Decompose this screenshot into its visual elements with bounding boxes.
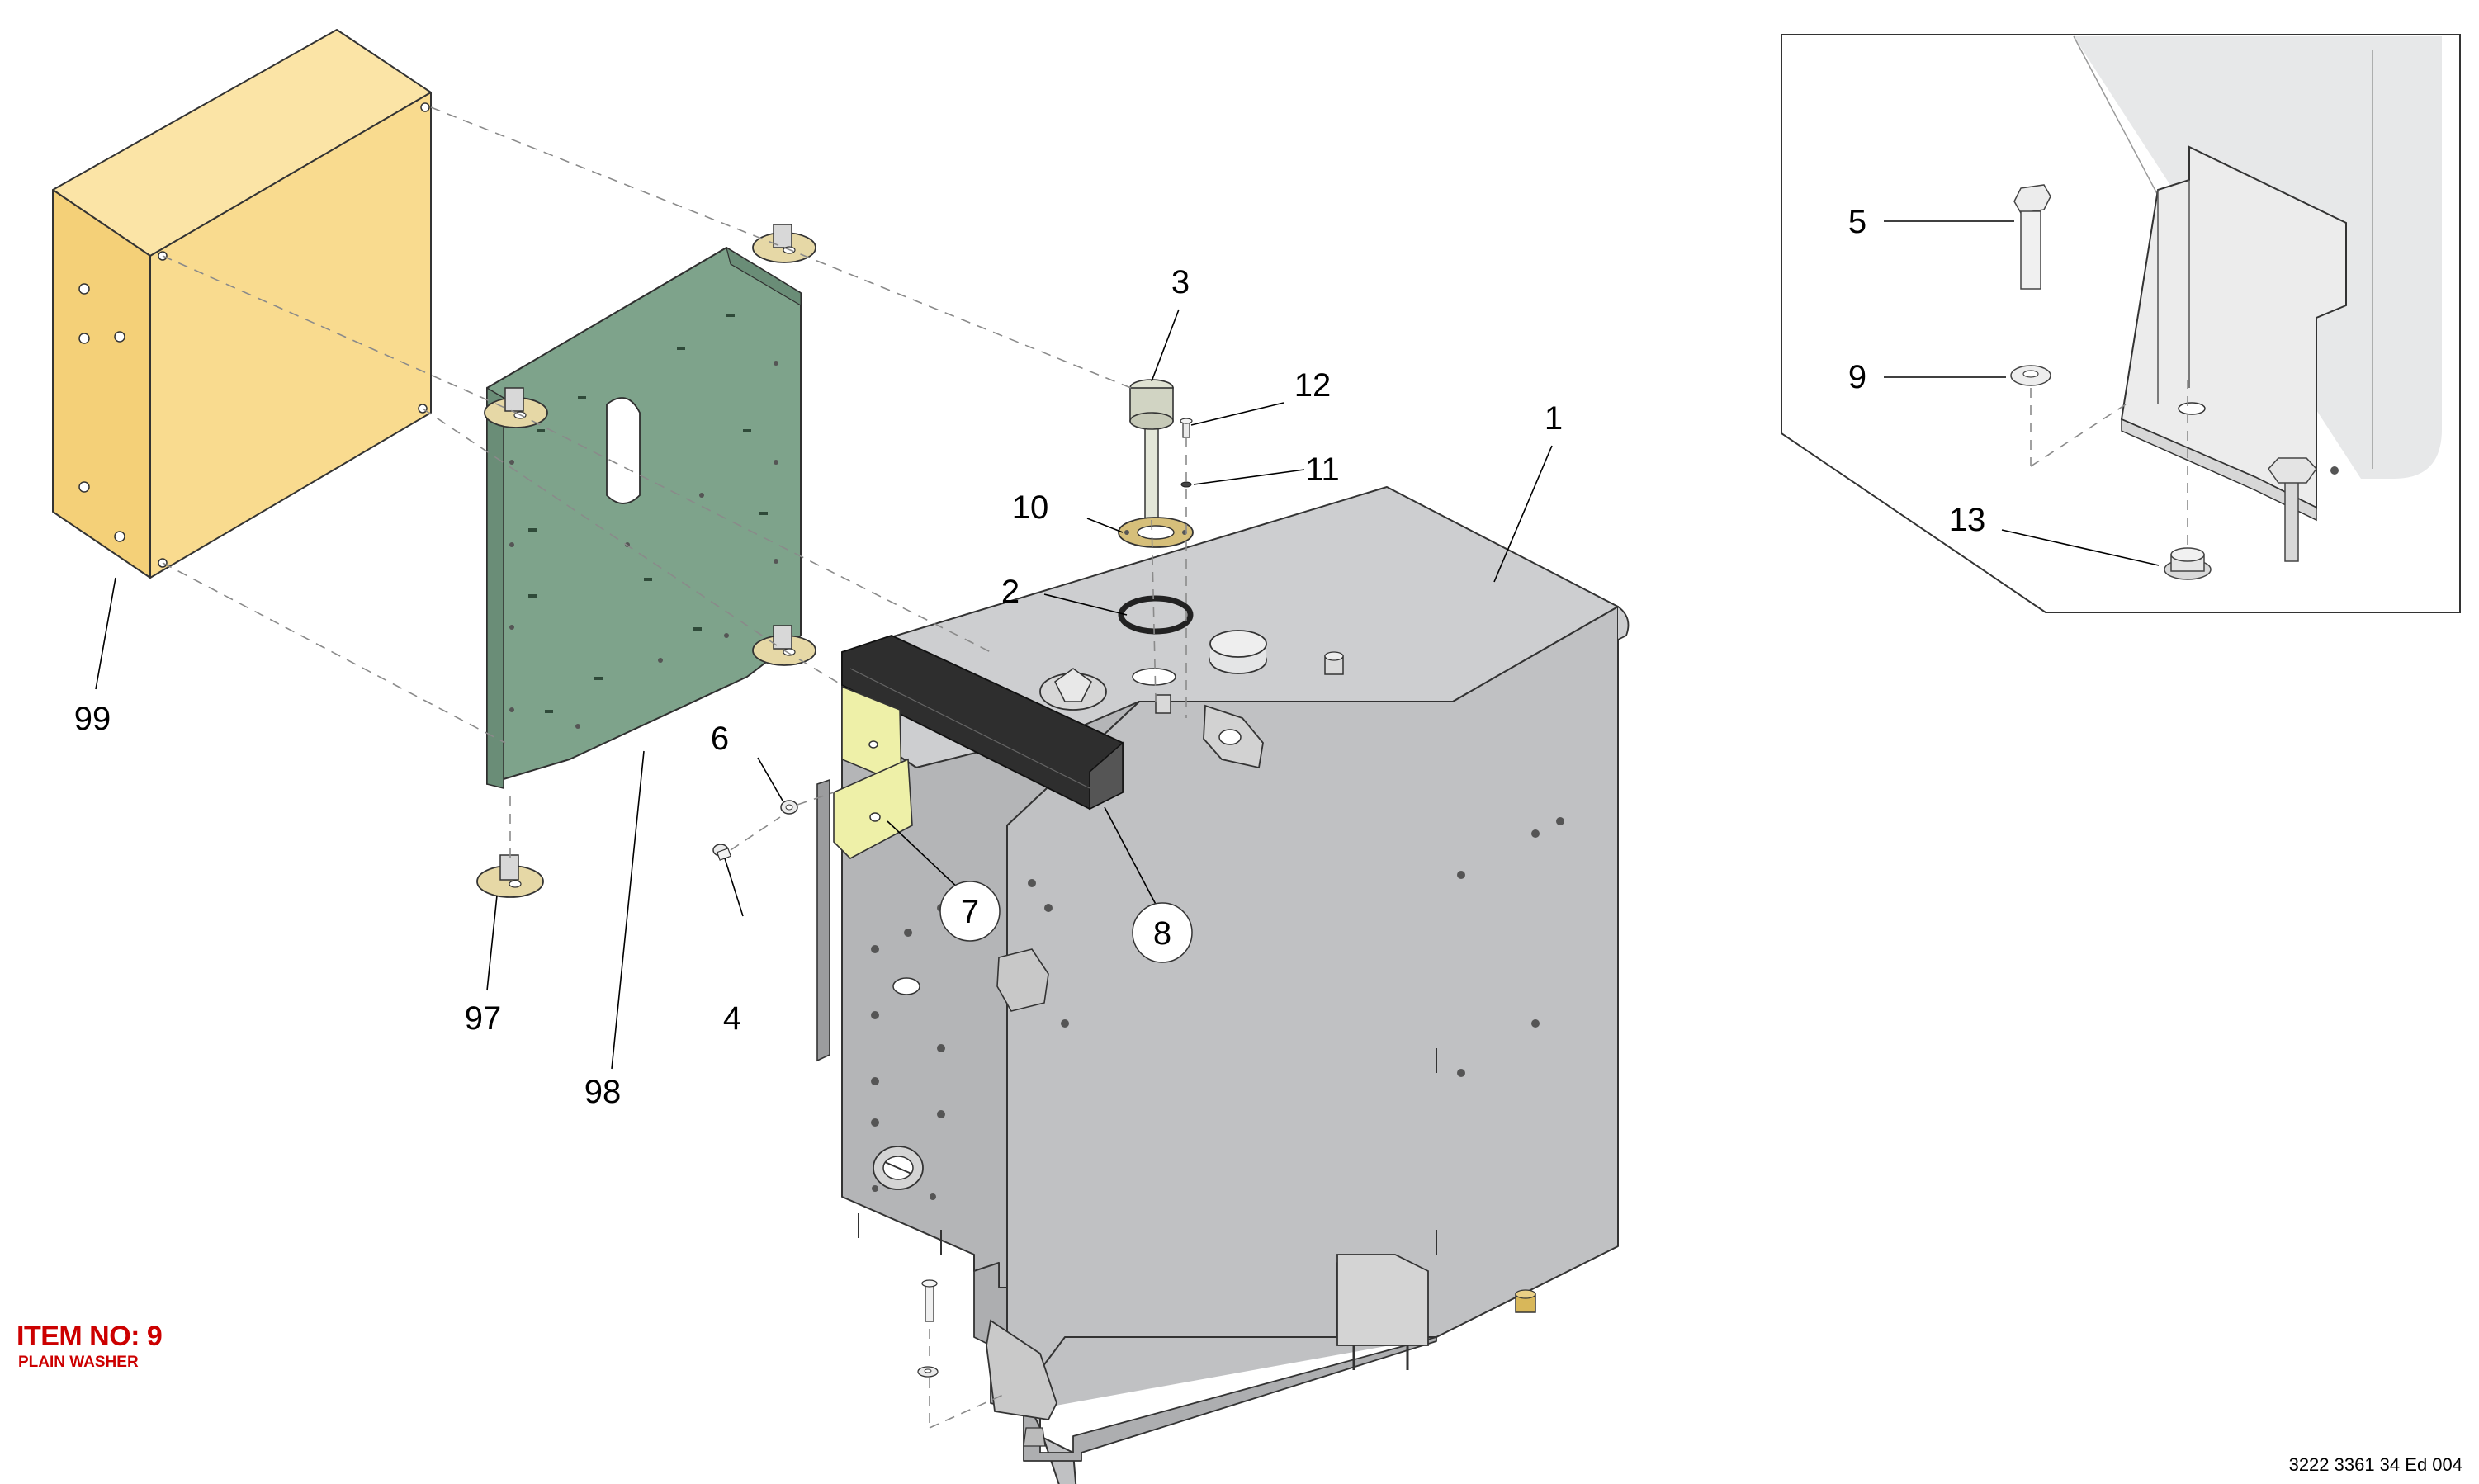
bracket-plate [833, 685, 913, 859]
inset-nut-icon [2268, 457, 2317, 484]
callout-5: 5 [1848, 204, 1866, 240]
callout-8: 8 [1153, 915, 1171, 952]
callout-6: 6 [711, 721, 729, 757]
support-beam [841, 635, 1124, 811]
callout-98: 98 [584, 1074, 622, 1110]
callout-13: 13 [1949, 502, 1986, 538]
hex-bolt-icon [2013, 184, 2051, 290]
flange-nut-icon [2164, 547, 2212, 580]
small-screw-icon [1180, 418, 1193, 438]
fuel-gauge-dipstick [1129, 379, 1174, 521]
gasket-ring [1118, 517, 1194, 548]
enclosure-box [52, 29, 432, 579]
callout-9: 9 [1848, 359, 1866, 395]
mounting-plate [486, 246, 802, 789]
plain-washer-icon [2010, 365, 2051, 386]
callout-circle-7 [939, 881, 1001, 942]
callout-97: 97 [465, 1000, 502, 1037]
callout-7: 7 [961, 894, 979, 930]
callout-10: 10 [1012, 489, 1049, 526]
small-washer-icon [1180, 481, 1192, 488]
callout-circle-8 [1132, 902, 1193, 963]
callout-12: 12 [1294, 367, 1332, 404]
detail-inset [1781, 34, 2461, 613]
callout-labels: 1 2 3 4 5 6 7 8 9 10 11 12 13 97 98 99 [74, 204, 1986, 1110]
foot-washer-icon [917, 1366, 939, 1378]
vibration-damper-bottom [476, 854, 544, 898]
leader-lines [95, 309, 1553, 1070]
callout-3: 3 [1171, 264, 1190, 300]
o-ring-seal [1118, 595, 1194, 635]
explosion-lines [162, 106, 1187, 1429]
side-washer-icon [780, 800, 798, 815]
item-description: PLAIN WASHER [18, 1354, 139, 1371]
callout-11: 11 [1305, 451, 1340, 488]
item-number-title: ITEM NO: 9 [17, 1321, 163, 1352]
callout-99: 99 [74, 701, 111, 737]
fuel-tank [816, 486, 1630, 1484]
callout-2: 2 [1001, 574, 1020, 610]
callout-4: 4 [723, 1000, 741, 1037]
document-reference: 3222 3361 34 Ed 004 [2288, 1454, 2462, 1475]
callout-1: 1 [1545, 400, 1563, 437]
foot-bolt-icon [921, 1279, 938, 1322]
side-screw-icon [712, 844, 732, 861]
